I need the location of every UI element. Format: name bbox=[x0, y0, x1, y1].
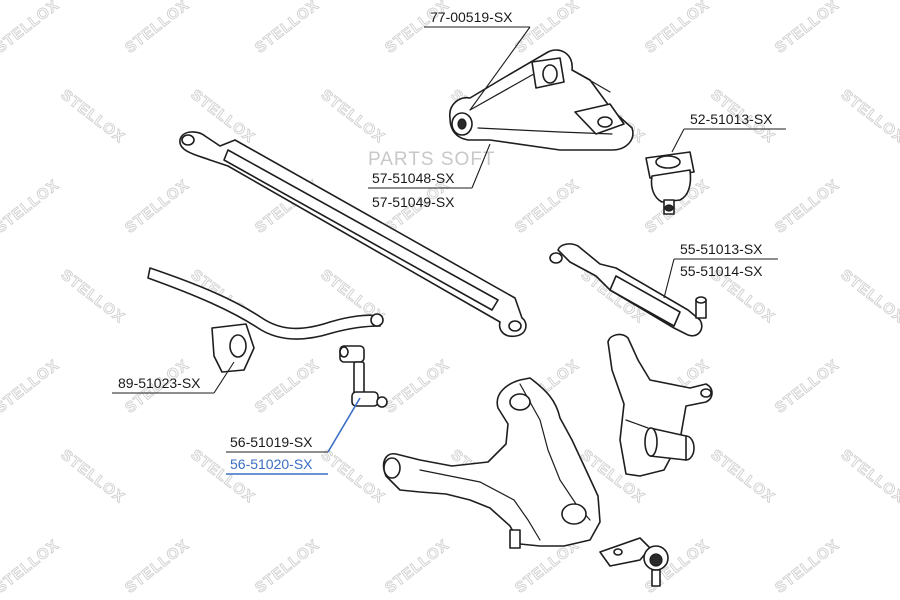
part-number-label[interactable]: 55-51014-SX bbox=[680, 263, 763, 279]
watermark-brand: STELLOX bbox=[0, 176, 62, 236]
watermark-brand: STELLOX bbox=[0, 356, 62, 416]
part-number-label[interactable]: 56-51019-SX bbox=[230, 434, 313, 450]
part-number-label[interactable]: 77-00519-SX bbox=[430, 9, 513, 25]
watermark-brand: STELLOX bbox=[318, 86, 388, 146]
part-number-label[interactable]: 52-51013-SX bbox=[690, 111, 773, 127]
watermark-brand: STELLOX bbox=[252, 356, 322, 416]
watermark-brand: STELLOX bbox=[0, 0, 62, 57]
watermark-overlay: PARTS SOFT bbox=[368, 149, 496, 170]
tension-rod bbox=[179, 131, 527, 338]
watermark-brand: STELLOX bbox=[772, 536, 842, 596]
watermark-brand: STELLOX bbox=[122, 536, 192, 596]
upper-ball-joint bbox=[645, 151, 695, 215]
watermark-brand: STELLOX bbox=[838, 446, 900, 506]
watermark-brand: STELLOX bbox=[838, 86, 900, 146]
part-number-label[interactable]: 56-51020-SX bbox=[230, 456, 313, 472]
leader-line bbox=[671, 128, 685, 153]
watermark-brand: STELLOX bbox=[58, 266, 128, 326]
watermark-brand: STELLOX bbox=[58, 446, 128, 506]
watermark-brand: STELLOX bbox=[772, 356, 842, 416]
label-layer: 77-00519-SX52-51013-SX57-51048-SX57-5104… bbox=[112, 9, 786, 475]
watermark-brand: STELLOX bbox=[512, 0, 582, 57]
watermark-brand: STELLOX bbox=[122, 0, 192, 57]
part-number-label[interactable]: 57-51048-SX bbox=[372, 170, 455, 186]
steering-knuckle bbox=[607, 333, 713, 477]
watermark-brand: STELLOX bbox=[252, 0, 322, 57]
watermark-brand: STELLOX bbox=[512, 176, 582, 236]
part-number-label[interactable]: 89-51023-SX bbox=[118, 375, 201, 391]
callout-upper-ball-joint: 52-51013-SX bbox=[671, 111, 786, 153]
watermark-brand: STELLOX bbox=[708, 446, 778, 506]
part-number-label[interactable]: 57-51049-SX bbox=[372, 194, 455, 210]
watermark-brand: STELLOX bbox=[122, 176, 192, 236]
tie-rod-end bbox=[549, 243, 707, 337]
callout-upper-arm-bushing: 77-00519-SX bbox=[424, 9, 531, 111]
stabilizer-link bbox=[339, 345, 388, 408]
lower-control-arm bbox=[382, 377, 601, 549]
callout-tie-rod-end: 55-51013-SX 55-51014-SX bbox=[663, 241, 778, 299]
stabilizer-bar bbox=[147, 267, 384, 340]
upper-control-arm bbox=[449, 49, 634, 151]
lower-ball-joint bbox=[599, 537, 669, 587]
leader-line bbox=[327, 397, 361, 453]
callout-stabilizer-link: 56-51019-SX 56-51020-SX bbox=[226, 397, 361, 475]
watermark-brand: STELLOX bbox=[382, 536, 452, 596]
leader-line bbox=[471, 143, 491, 189]
part-number-label[interactable]: 55-51013-SX bbox=[680, 241, 763, 257]
watermark-brand: STELLOX bbox=[642, 0, 712, 57]
watermark-brand: STELLOX bbox=[382, 356, 452, 416]
watermark-brand: STELLOX bbox=[252, 536, 322, 596]
leader-line bbox=[213, 361, 235, 394]
watermark-brand: STELLOX bbox=[772, 0, 842, 57]
watermark-brand: STELLOX bbox=[0, 536, 62, 596]
watermark-brand: STELLOX bbox=[772, 176, 842, 236]
watermark-brand: STELLOX bbox=[838, 266, 900, 326]
watermark-brand: STELLOX bbox=[58, 86, 128, 146]
callout-upper-control-arm: 57-51048-SX 57-51049-SX bbox=[368, 143, 491, 210]
leader-line bbox=[663, 258, 675, 299]
stabilizer-bushing bbox=[211, 323, 255, 373]
leader-line bbox=[469, 26, 531, 111]
watermark-brand: STELLOX bbox=[318, 446, 388, 506]
callout-stabilizer-bushing: 89-51023-SX bbox=[112, 361, 235, 394]
